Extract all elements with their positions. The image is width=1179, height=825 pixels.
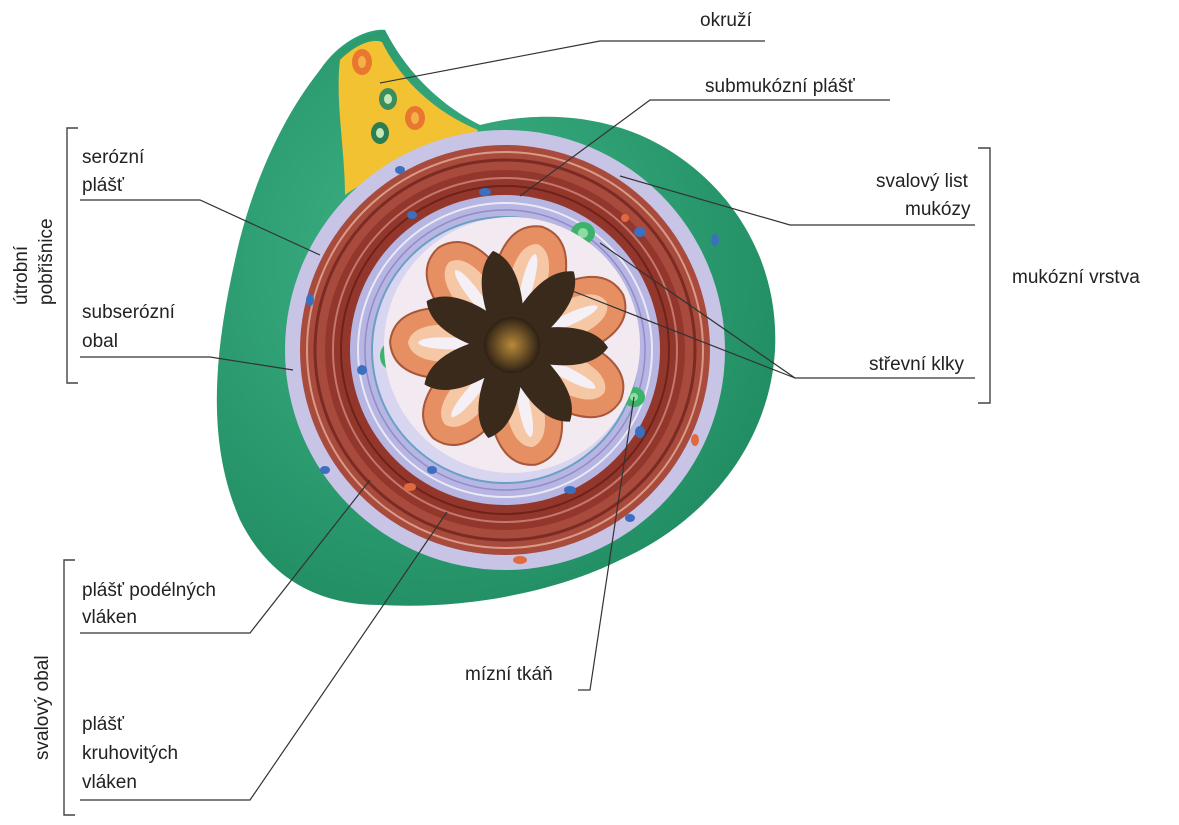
label-mukozni-vrstva: mukózní vrstva (1012, 267, 1140, 288)
label-svalovy-list-line1: svalový list (876, 171, 969, 192)
label-serozni-plast-line2: plášť (82, 175, 125, 196)
label-submukozni-plast: submukózní plášť (705, 76, 856, 97)
bracket-mukozni-vrstva (978, 148, 990, 403)
bracket-svalovy-obal (64, 560, 75, 815)
label-plast-kruhovitych-line3: vláken (82, 772, 137, 793)
label-plast-podelnych-line2: vláken (82, 607, 137, 628)
label-utrobni-line2: pobřišnice (36, 218, 57, 305)
label-subserozni-line1: subserózní (82, 302, 176, 323)
label-okruzi: okruží (700, 10, 752, 31)
label-plast-kruhovitych-line2: kruhovitých (82, 743, 178, 764)
label-subserozni-line2: obal (82, 331, 118, 352)
label-plast-podelnych-line1: plášť podélných (82, 580, 216, 601)
label-svalovy-list-line2: mukózy (905, 199, 971, 220)
label-svalovy-obal: svalový obal (32, 655, 53, 760)
label-plast-kruhovitych-line1: plášť (82, 714, 125, 735)
label-mizni-tkan: mízní tkáň (465, 664, 553, 685)
lumen-centre (484, 317, 540, 373)
label-strevni-klky: střevní klky (869, 354, 965, 375)
bracket-utrobni-pobrisnice (67, 128, 78, 383)
label-serozni-plast-line1: serózní (82, 147, 145, 168)
label-utrobni-line1: útrobní (11, 245, 32, 305)
